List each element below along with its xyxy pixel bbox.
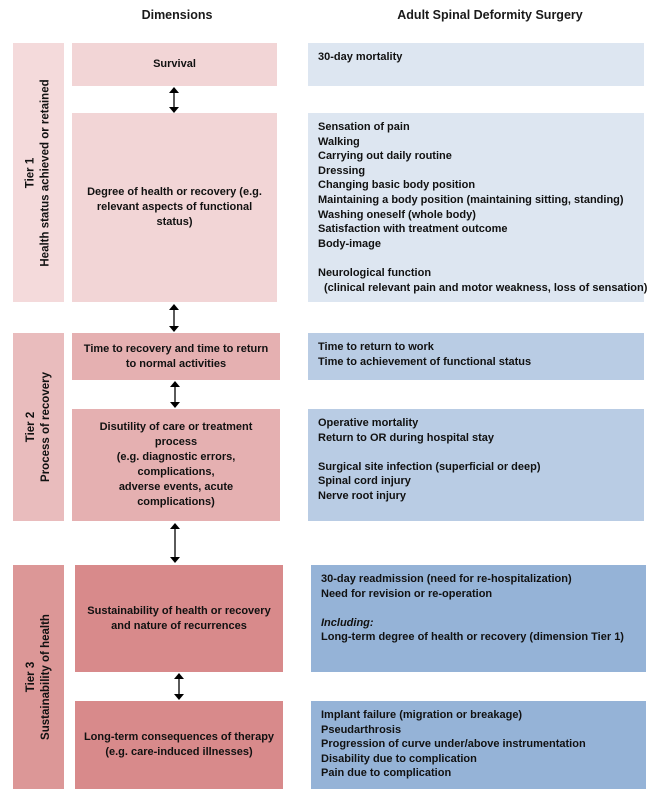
asd-item: Time to achievement of functional status <box>318 355 532 368</box>
asd-item: Return to OR during hospital stay <box>318 431 495 444</box>
dimensions-header: Dimensions <box>141 8 213 22</box>
dimension-line: (e.g. care-induced illnesses) <box>105 746 253 758</box>
double-arrow-icon <box>169 87 179 113</box>
dimension-line: to normal activities <box>125 357 227 370</box>
asd-item: Time to return to work <box>318 341 434 353</box>
dimension-line: Long-term consequences of therapy <box>83 731 275 743</box>
tier-2-label: Tier 2 <box>24 411 37 443</box>
asd-spacer <box>318 445 634 460</box>
double-arrow-icon <box>169 304 179 332</box>
asd-item: Dressing <box>318 164 366 177</box>
asd-item: 30-day readmission (need for re-hospital… <box>321 573 572 585</box>
asd-item: Pseudarthrosis <box>321 723 402 736</box>
asd-item: Nerve root injury <box>318 489 407 502</box>
asd-degree-of-health: Sensation of pain Walking Carrying out d… <box>308 113 648 302</box>
asd-item: Pain due to complication <box>321 767 452 780</box>
dimension-line: relevant aspects of functional status) <box>96 201 253 228</box>
asd-item: Washing oneself (whole body) <box>318 208 476 221</box>
dimension-line: (e.g. diagnostic errors, complications, <box>116 451 236 478</box>
tier-1-name: Health status achieved or retained <box>39 78 52 267</box>
dimension-degree-of-health: Degree of health or recovery (e.g. relev… <box>72 113 277 302</box>
asd-sustainability: 30-day readmission (need for re-hospital… <box>311 565 646 672</box>
tier-3-label-group: Tier 3 Sustainability of health <box>24 614 54 740</box>
asd-item: 30-day mortality <box>318 51 403 63</box>
dimension-line: Sustainability of health or recovery <box>87 604 271 617</box>
dimension-line: and nature of recurrences <box>111 619 247 632</box>
double-arrow-icon <box>170 523 180 563</box>
dimension-line: Degree of health or recovery (e.g. <box>87 186 262 198</box>
asd-header: Adult Spinal Deformity Surgery <box>397 8 583 22</box>
dimension-line: adverse events, acute complications) <box>118 481 234 508</box>
tier-3-band: Tier 3 Sustainability of health <box>13 565 64 789</box>
asd-item: Neurological function <box>318 266 432 279</box>
tier-2-band: Tier 2 Process of recovery <box>13 333 64 521</box>
asd-item: Progression of curve under/above instrum… <box>321 738 586 751</box>
asd-item: Carrying out daily routine <box>318 150 452 163</box>
dimension-line: Time to recovery and time to return <box>83 342 269 355</box>
asd-time-to-recovery: Time to return to work Time to achieveme… <box>308 333 644 380</box>
tier-2-name: Process of recovery <box>39 372 52 482</box>
dimension-line: Disutility of care or treatment process <box>99 421 253 448</box>
asd-spacer <box>321 601 636 616</box>
dimension-disutility: Disutility of care or treatment process … <box>72 409 280 521</box>
dimension-long-term-consequences: Long-term consequences of therapy (e.g. … <box>75 701 283 789</box>
tier-3-label: Tier 3 <box>24 661 37 693</box>
double-arrow-icon <box>174 673 184 700</box>
tier-1-label-group: Tier 1 Health status achieved or retaine… <box>24 79 54 266</box>
asd-item: Surgical site infection (superficial or … <box>318 460 541 473</box>
asd-item: Implant failure (migration or breakage) <box>321 709 523 721</box>
asd-item: Long-term degree of health or recovery (… <box>321 631 624 644</box>
dimension-time-to-recovery: Time to recovery and time to return to n… <box>72 333 280 380</box>
asd-item: Changing basic body position <box>318 179 476 192</box>
asd-item: Body-image <box>318 237 381 250</box>
asd-item: Spinal cord injury <box>318 475 411 488</box>
asd-item: Walking <box>318 135 360 148</box>
tier-2-label-group: Tier 2 Process of recovery <box>24 372 54 482</box>
asd-item: Including: <box>321 616 374 629</box>
asd-disutility: Operative mortality Return to OR during … <box>308 409 644 521</box>
asd-item: Sensation of pain <box>318 121 410 133</box>
dimension-line: Survival <box>153 58 196 70</box>
asd-long-term-consequences: Implant failure (migration or breakage) … <box>311 701 646 789</box>
tier-1-band: Tier 1 Health status achieved or retaine… <box>13 43 64 302</box>
double-arrow-icon <box>170 381 180 408</box>
asd-item: Disability due to complication <box>321 752 477 765</box>
tier-3-name: Sustainability of health <box>39 614 52 740</box>
asd-item: Satisfaction with treatment outcome <box>318 223 508 236</box>
asd-item: Maintaining a body position (maintaining… <box>318 193 624 206</box>
dimension-survival: Survival <box>72 43 277 86</box>
asd-item: Need for revision or re-operation <box>321 587 493 600</box>
dimension-sustainability: Sustainability of health or recovery and… <box>75 565 283 672</box>
asd-item: (clinical relevant pain and motor weakne… <box>324 281 648 294</box>
asd-survival: 30-day mortality <box>308 43 644 86</box>
tier-1-label: Tier 1 <box>24 157 37 188</box>
asd-spacer <box>318 251 634 266</box>
asd-item: Operative mortality <box>318 417 419 429</box>
